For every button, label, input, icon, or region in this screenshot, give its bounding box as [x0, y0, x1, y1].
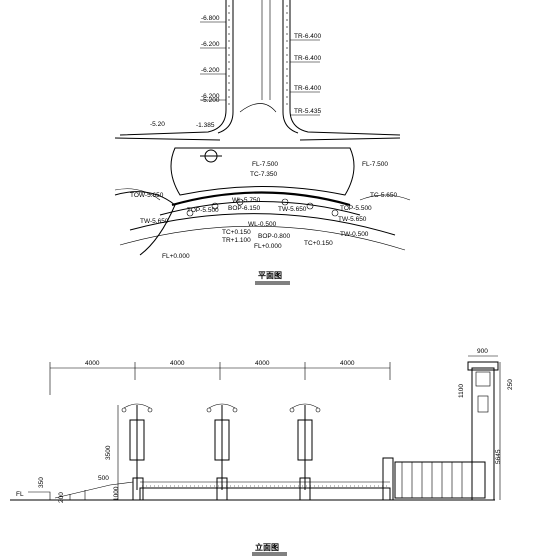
plan-title: 平面图 — [258, 271, 282, 280]
level-label: TW-0.500 — [340, 231, 369, 238]
fence-pier — [299, 477, 311, 501]
lamp-post-1 — [121, 403, 153, 490]
elevation-title-underline — [252, 552, 287, 556]
level-label: TC-7.350 — [250, 171, 277, 178]
elevation-view: 4000 4000 4000 4000 FL — [10, 348, 514, 556]
channel-wall-right-outer — [289, 0, 401, 136]
level-label: TR-6.400 — [294, 33, 321, 40]
terrace-arc-1 — [171, 191, 351, 207]
level-label: TR-6.400 — [294, 55, 321, 62]
stair-curve — [54, 481, 134, 499]
arc-posts — [186, 198, 339, 217]
level-label: TOW-5.650 — [130, 192, 164, 199]
level-label: -5.20 — [150, 121, 165, 128]
span-label: 4000 — [255, 360, 270, 367]
fence-base — [139, 487, 391, 501]
channel-wall-right-inner — [282, 0, 299, 134]
left-dim: 500 — [98, 475, 109, 482]
pillar-cap — [467, 361, 499, 371]
terrace-arc-3 — [129, 213, 396, 236]
channel-wall-left-inner — [217, 0, 234, 134]
level-label: FL-7.500 — [252, 161, 278, 168]
level-label: FL+0.000 — [162, 253, 190, 260]
elevation-title: 立面图 — [255, 542, 279, 552]
level-label: -1.385 — [196, 122, 215, 129]
lamp-post-3 — [289, 403, 321, 490]
level-label: TOP-5.500 — [187, 207, 219, 214]
level-label: WL-5.750 — [232, 197, 261, 204]
left-branch — [114, 191, 176, 256]
fence-pier — [132, 477, 144, 501]
span-ticks — [49, 362, 391, 395]
channel-wall-left-outer — [119, 0, 227, 136]
fence-pier — [216, 477, 228, 501]
level-label: -6.800 — [201, 15, 220, 22]
span-label: 4000 — [170, 360, 185, 367]
level-label: TR-6.400 — [294, 85, 321, 92]
right-level-labels: TR-6.400 TR-6.400 TR-6.400 TR-5.435 — [290, 33, 321, 116]
gate-panel — [394, 461, 486, 499]
level-label: TR-5.435 — [294, 108, 321, 115]
pillar-lantern — [475, 371, 491, 387]
gate-bars — [401, 462, 473, 498]
level-label: -6.200 — [201, 67, 220, 74]
span-label: 4000 — [340, 360, 355, 367]
level-label: FL-7.500 — [362, 161, 388, 168]
level-label: BOP-0.800 — [258, 233, 291, 240]
left-dim: 200 — [58, 492, 65, 503]
road-edge — [114, 137, 401, 141]
lamp-post-2 — [206, 403, 238, 490]
fence-pier — [382, 457, 394, 501]
left-dim: 1000 — [113, 486, 120, 501]
level-label: TR+1.100 — [222, 237, 251, 244]
fl-label: FL — [16, 491, 24, 498]
channel-bend — [239, 103, 277, 113]
left-dim: 3500 — [105, 445, 112, 460]
plan-title-underline — [255, 281, 290, 285]
level-label: TOP-5.500 — [340, 205, 372, 212]
left-dim: 350 — [38, 477, 45, 488]
pool-outline — [170, 147, 355, 196]
pillar-dim: 1100 — [458, 384, 465, 398]
stair-steps — [69, 490, 86, 500]
fl-marker — [28, 491, 51, 500]
side-curves — [114, 188, 411, 201]
right-dimension: 5645 — [495, 449, 502, 464]
terrace-arc-2 — [159, 201, 361, 216]
level-label: -6.200 — [201, 93, 220, 100]
wall-hatch — [228, 5, 288, 110]
level-label: -6.200 — [201, 41, 220, 48]
level-label: TW-5.650 — [278, 206, 307, 213]
left-level-labels: -6.800 -6.200 -6.200 -6.200 -5.200 — [200, 15, 226, 104]
level-label: TW-5.650 — [338, 216, 367, 223]
level-label: TW-5.650 — [140, 218, 169, 225]
pillar-plaque — [477, 395, 489, 413]
level-label: -5.200 — [201, 97, 220, 104]
gate-pillar — [471, 367, 495, 501]
level-label: WL-0.500 — [248, 221, 277, 228]
level-label: TC+0.150 — [222, 229, 251, 236]
level-label: BOP-6.150 — [228, 205, 261, 212]
terrace-arc-4 — [119, 225, 406, 251]
span-label: 4000 — [85, 360, 100, 367]
pillar-dim: 900 — [477, 348, 488, 355]
level-label: FL+0.000 — [254, 243, 282, 250]
level-label: TC-5.650 — [370, 192, 397, 199]
pillar-dim: 250 — [507, 379, 514, 390]
plan-view: -6.800 -6.200 -6.200 -6.200 -5.200 TR-6.… — [114, 0, 411, 285]
level-label: TC+0.150 — [304, 240, 333, 247]
channel-center — [261, 0, 271, 100]
